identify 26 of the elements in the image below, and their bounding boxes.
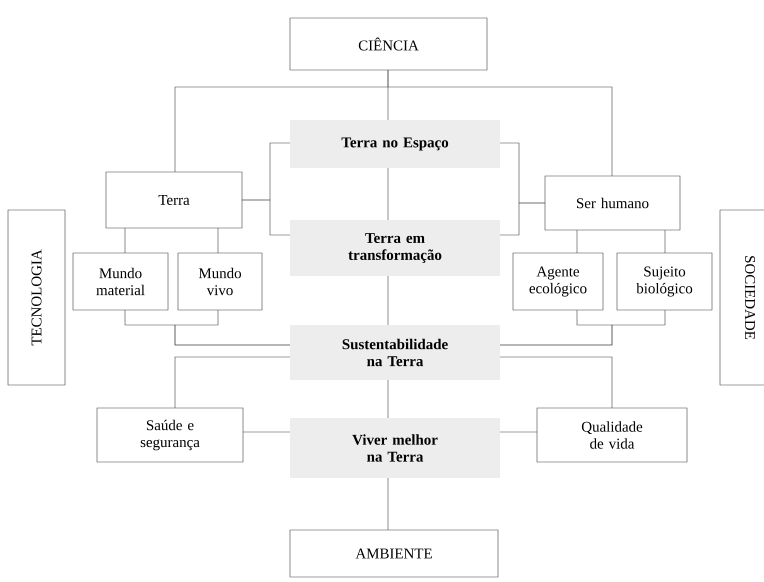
concept-box: Mundo vivo (178, 252, 262, 310)
connector-line (174, 356, 290, 408)
shaded-band: Sustentabilidade na Terra (290, 325, 500, 380)
connector-line (500, 310, 666, 346)
connector-line (388, 70, 612, 176)
connector-line (664, 230, 666, 254)
shaded-band: Viver melhor na Terra (290, 418, 500, 478)
concept-box: Terra (106, 172, 242, 228)
connector-line (242, 200, 290, 236)
concept-box: AMBIENTE (290, 530, 498, 578)
concept-box: Ser humano (544, 176, 680, 230)
connector-line (500, 202, 546, 236)
connector-line (500, 356, 612, 408)
connector-line (124, 228, 126, 254)
concept-box: Agente ecológico (512, 252, 604, 310)
concept-box: TECNOLOGIA (8, 210, 66, 386)
shaded-band: Terra em transformação (290, 220, 500, 276)
concept-box: Mundo material (72, 252, 168, 310)
concept-box: CIÊNCIA (290, 18, 488, 70)
concept-box: SOCIEDADE (720, 210, 764, 386)
shaded-band: Terra no Espaço (290, 120, 500, 168)
connector-line (576, 230, 578, 254)
concept-box: Saúde e segurança (96, 408, 244, 462)
concept-box: Qualidade de vida (536, 408, 688, 462)
concept-box: Sujeito biológico (616, 252, 712, 310)
connector-line (174, 310, 290, 346)
